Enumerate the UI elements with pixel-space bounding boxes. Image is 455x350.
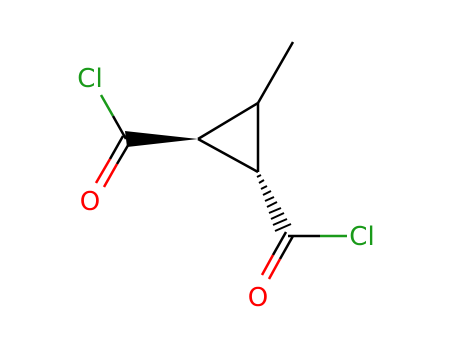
bond-c-cl-top-green bbox=[99, 94, 115, 117]
bond-c-o-left-1-black bbox=[108, 135, 125, 160]
wedge-bond-left-acyl bbox=[125, 131, 198, 147]
atom-label-oxygen-left: O bbox=[80, 187, 100, 217]
bond-c-cl-top-black bbox=[111, 115, 128, 140]
bond-c-o-bottom-1-red bbox=[260, 254, 275, 276]
methyl-bond bbox=[256, 41, 295, 104]
atom-label-chlorine-right: Cl bbox=[349, 222, 374, 252]
bond-c-o-bottom-2-black bbox=[278, 235, 295, 260]
atom-label-oxygen-bottom: O bbox=[248, 283, 268, 313]
ring-bond-left-to-bottom bbox=[197, 137, 259, 174]
bond-c-o-left-2-red bbox=[102, 163, 119, 188]
hash-bond-bottom-acyl bbox=[256, 174, 292, 232]
bond-c-o-left-1-red bbox=[94, 158, 112, 184]
bond-c-o-bottom-1-black bbox=[271, 231, 288, 256]
bond-c-o-bottom-2-red bbox=[267, 258, 282, 280]
atom-label-chlorine-top: Cl bbox=[77, 64, 102, 94]
ring-bond-left-to-top bbox=[197, 101, 259, 141]
bond-c-o-left-2-black bbox=[115, 141, 132, 165]
